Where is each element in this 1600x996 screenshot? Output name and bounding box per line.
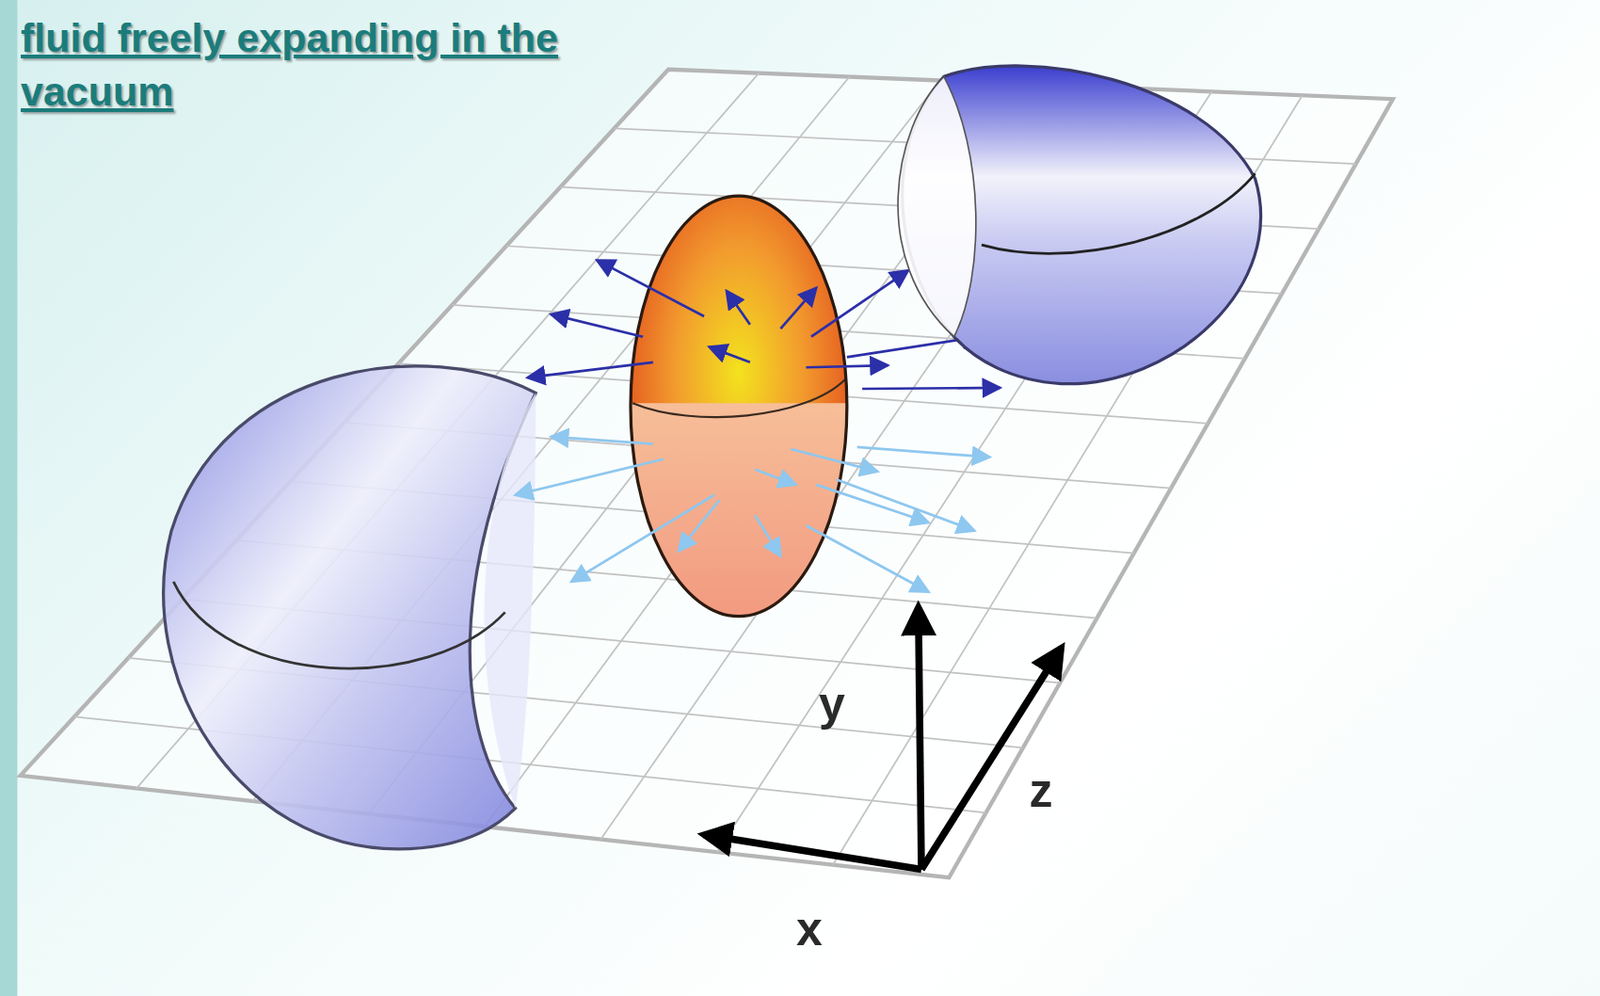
axis-label: z [1029,767,1054,815]
fireball [630,195,848,617]
axes [704,607,1061,870]
axis-label: y [818,680,846,728]
axis-label: x [796,905,823,953]
left-nucleus [163,366,537,849]
flow-arrows-lower [515,436,991,592]
slide-title: fluid freely expanding in the vacuum [20,11,562,119]
edge-strip [0,0,17,996]
right-nucleus [897,65,1261,384]
